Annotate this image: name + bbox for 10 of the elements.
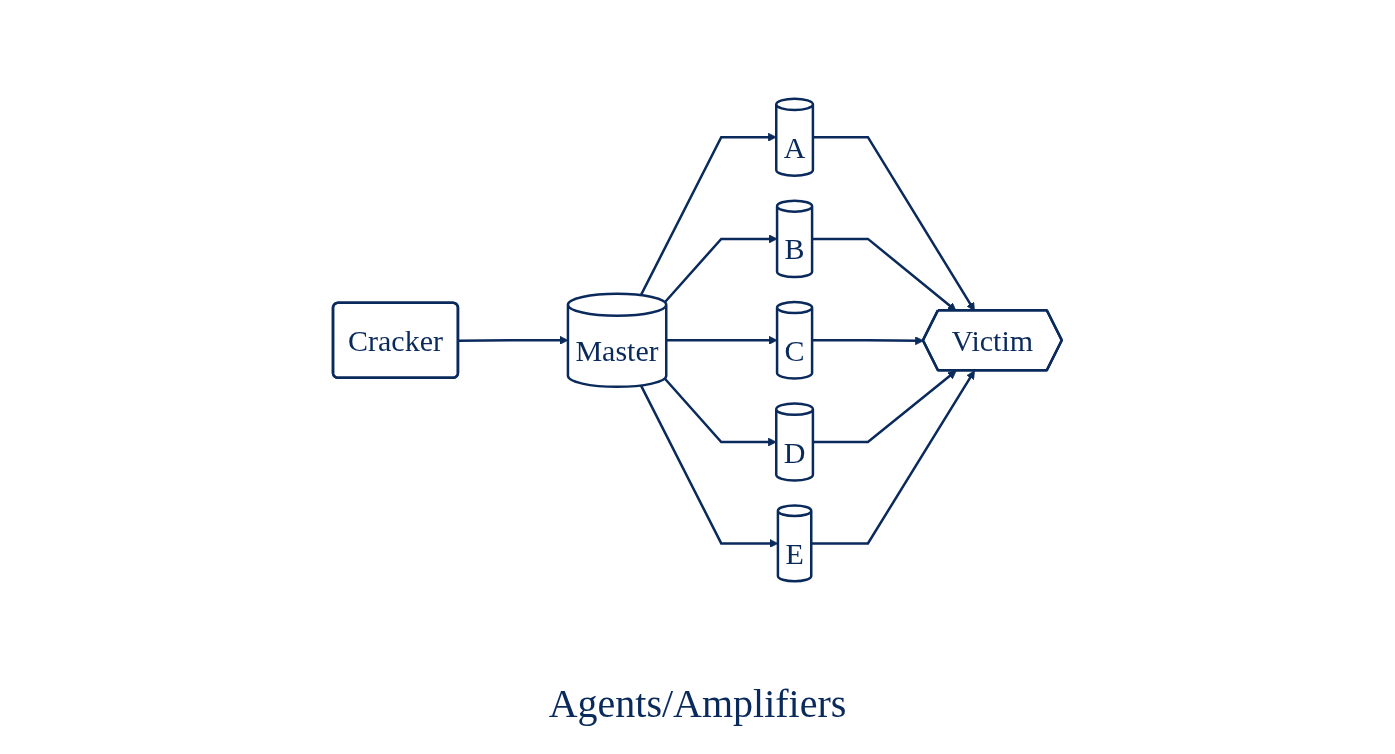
group-caption: Agents/Amplifiers xyxy=(548,680,847,727)
arrow xyxy=(663,377,777,447)
arrow xyxy=(813,370,957,444)
arrow xyxy=(664,234,778,304)
arrow xyxy=(811,370,975,545)
arrow xyxy=(639,132,777,296)
arrow xyxy=(666,335,778,345)
arrow xyxy=(639,384,779,548)
arrow xyxy=(458,335,569,345)
arrow xyxy=(812,336,924,346)
